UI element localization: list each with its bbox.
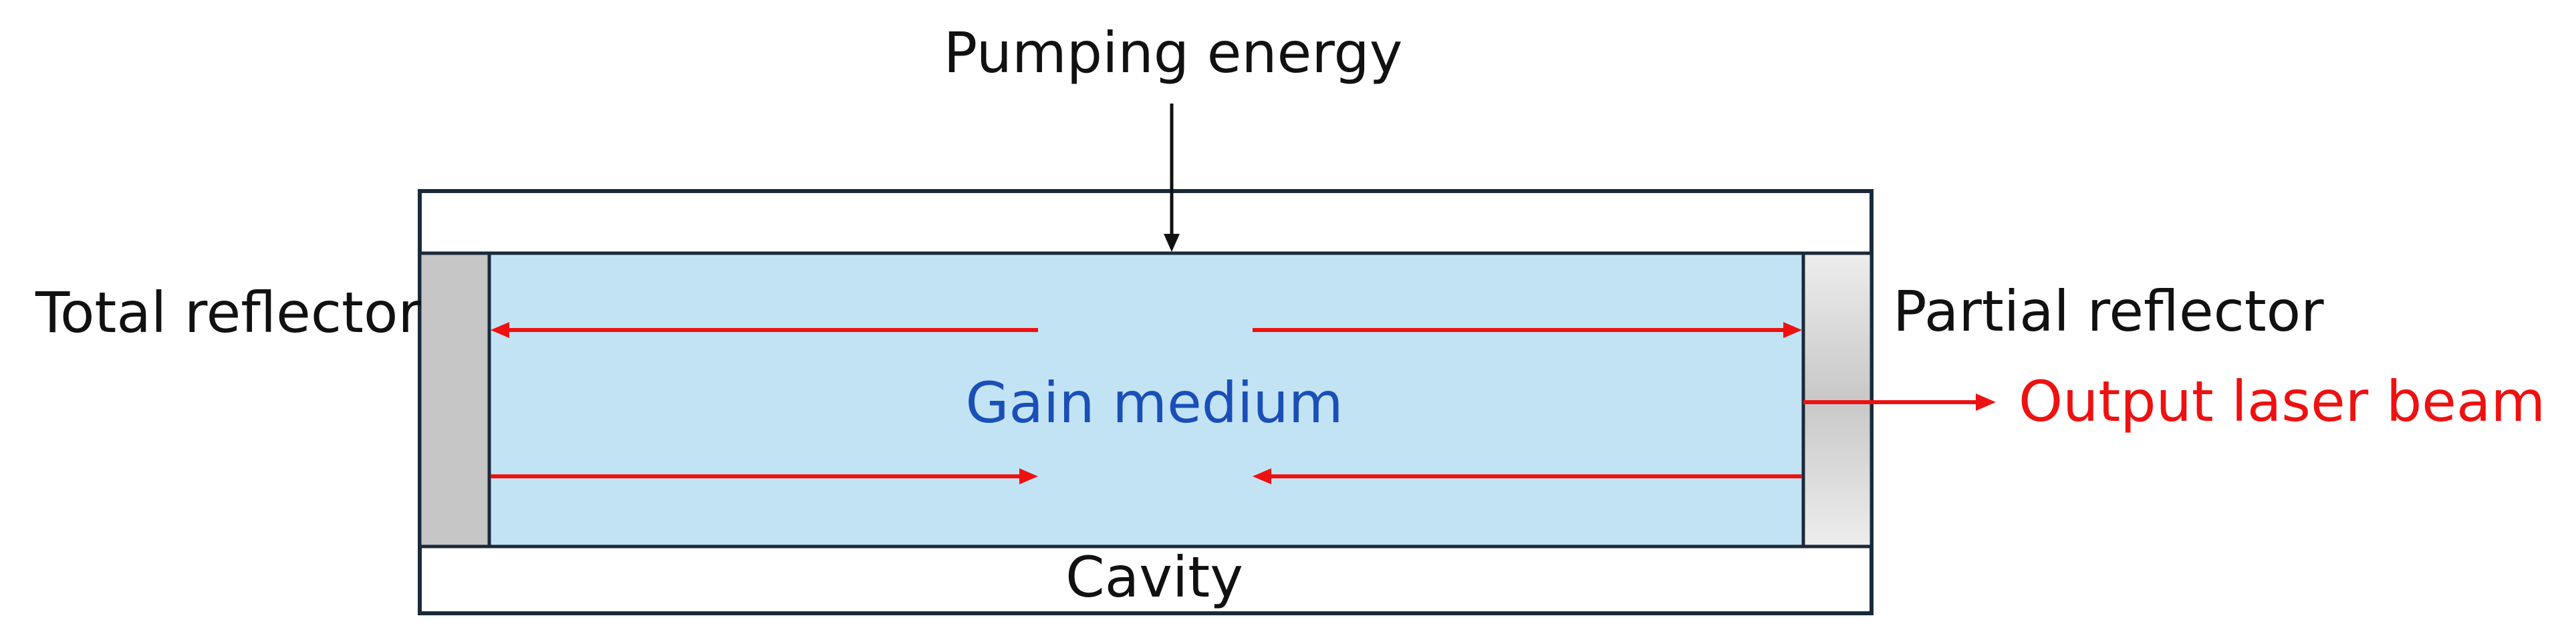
partial-reflector <box>1801 251 1874 548</box>
beam-top-left-arrow <box>491 322 1038 338</box>
gain-medium-label: Gain medium <box>965 370 1343 436</box>
total-reflector <box>418 251 491 548</box>
cavity-label: Cavity <box>1065 544 1243 610</box>
pumping-arrow <box>1164 104 1180 252</box>
output-beam-arrow <box>1803 393 1996 411</box>
partial-reflector-label: Partial reflector <box>1893 279 2324 344</box>
total-reflector-label: Total reflector <box>35 280 421 345</box>
beam-bottom-right-arrow <box>1253 468 1802 484</box>
beam-top-right-arrow <box>1253 322 1802 338</box>
gain-medium <box>487 251 1805 548</box>
pumping-energy-label: Pumping energy <box>944 20 1403 86</box>
beam-bottom-left-arrow <box>491 468 1038 484</box>
output-beam-label: Output laser beam <box>2019 369 2545 434</box>
